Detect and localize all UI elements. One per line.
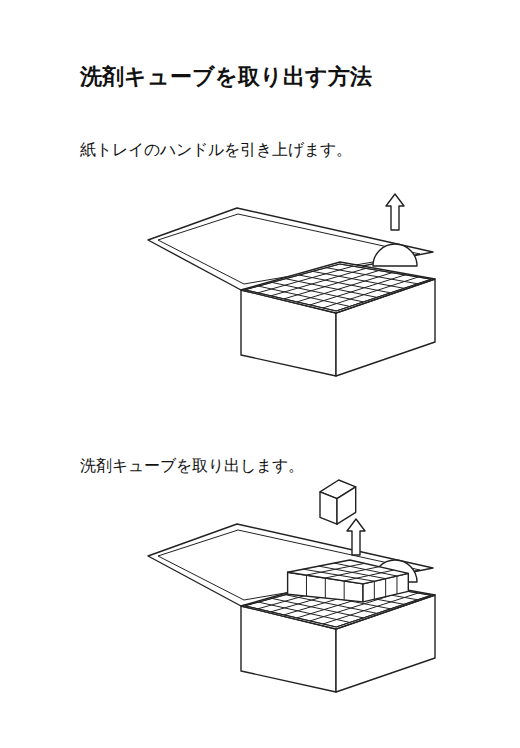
lid (148, 524, 433, 606)
box-illustration (148, 480, 435, 692)
box-top (241, 262, 435, 313)
step-instruction: 洗剤キューブを取り出します。 (80, 456, 304, 477)
up-arrow (347, 519, 365, 555)
page-title: 洗剤キューブを取り出す方法 (80, 62, 372, 92)
up-arrow (386, 194, 404, 230)
box-illustration (148, 194, 435, 376)
cube-grid (374, 581, 375, 599)
cube-grid (385, 579, 386, 597)
cube-grid (319, 566, 386, 579)
cube-grid (344, 581, 345, 600)
cube-grid (396, 576, 397, 594)
cube-grid (306, 575, 307, 596)
tray-handle (373, 244, 417, 266)
tray-rim (245, 264, 431, 311)
cube-grid (325, 578, 326, 598)
detergent-cube (337, 487, 356, 524)
detergent-cube (320, 492, 337, 524)
cube-grid (334, 563, 397, 576)
cube-grid (344, 570, 394, 581)
raised-cubes (288, 560, 409, 584)
cube-grid (323, 277, 418, 308)
cube-grid (325, 567, 379, 578)
cube-grid (340, 264, 431, 279)
cube-grid (336, 279, 431, 311)
step-instruction: 紙トレイのハンドルを引き上げます。 (80, 140, 352, 161)
